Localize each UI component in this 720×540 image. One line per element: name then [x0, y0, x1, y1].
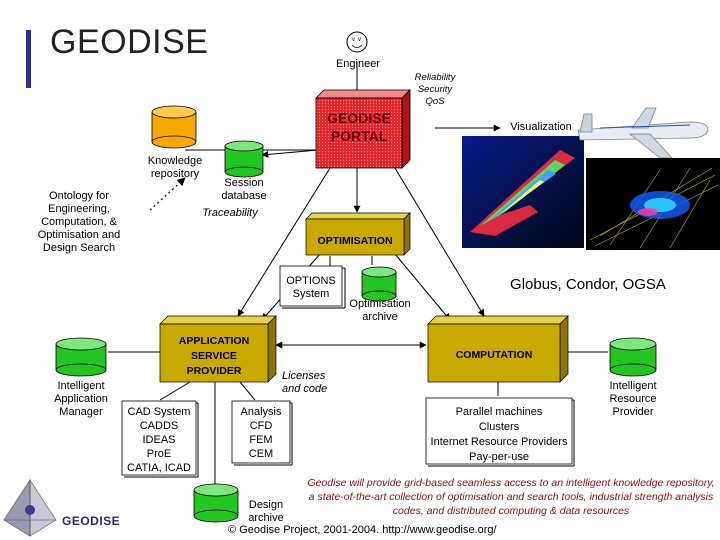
optimisation-archive-label: Optimisation archive: [349, 298, 411, 323]
optimisation-archive-cylinder-icon: [361, 266, 397, 302]
computation-resources-label: Parallel machines Clusters Internet Reso…: [430, 406, 568, 463]
resource-provider-cylinder-icon: [609, 337, 657, 377]
cad-system-label: CAD System CADDS IDEAS ProE CATIA, ICAD: [127, 406, 191, 474]
asp-to-cad-line: [159, 381, 191, 401]
ontology-label: Ontology for Engineering, Computation, &…: [37, 190, 121, 254]
knowledge-repository-label: Knowledge repository: [147, 155, 203, 180]
asp-to-analysis-line: [239, 381, 256, 401]
engineer-label: Engineer: [335, 58, 381, 70]
app-manager-label: Intelligent Application Manager: [54, 380, 108, 418]
knowledge-repository-cylinder-icon: [151, 105, 197, 149]
portal-to-session-arrow: [261, 149, 319, 158]
visualization-cfd-image: [462, 136, 584, 248]
computation-resources-box: [425, 397, 573, 465]
slide-title: GEODISE: [50, 23, 209, 61]
design-archive-cylinder-icon: [193, 483, 239, 523]
portal-to-computation-arrow: [394, 167, 485, 317]
licenses-label: Licenses and code: [282, 370, 328, 395]
cad-system-box: [121, 400, 197, 476]
geodise-logo-icon: [3, 478, 57, 537]
airplane-image: [577, 107, 709, 159]
visualization-label: Visualization: [510, 121, 572, 133]
engineer-icon: v v: [346, 31, 368, 53]
footer-caption: Geodise will provide grid-based seamless…: [307, 477, 715, 517]
portal-to-asp-arrow: [237, 167, 331, 317]
middleware-label: Globus, Condor, OGSA: [510, 276, 666, 293]
analysis-box: [231, 400, 291, 464]
computation-box: [427, 315, 569, 383]
portal-label: GEODISE PORTAL: [327, 110, 391, 144]
svg-text:v: v: [352, 37, 355, 43]
geodise-portal-box: [315, 89, 411, 169]
title-accent-bar: [26, 30, 31, 88]
app-manager-cylinder-icon: [55, 337, 107, 377]
copyright-text: © Geodise Project, 2001-2004. http://www…: [228, 524, 497, 536]
traceability-label: Traceability: [202, 207, 258, 219]
ontology-to-knowledge-dotted-arrow: [149, 177, 186, 211]
asp-label: APPLICATION SERVICE PROVIDER: [178, 335, 250, 377]
design-archive-label: Design archive: [248, 499, 284, 524]
computation-label: COMPUTATION: [455, 349, 533, 361]
optimisation-to-computation-arrow: [394, 253, 451, 321]
asp-box: [159, 315, 277, 383]
geodise-logo-text: GEODISE: [62, 514, 121, 528]
session-database-label: Session database: [221, 177, 267, 202]
options-system-box: [279, 265, 343, 307]
optimisation-label: OPTIMISATION: [317, 235, 393, 247]
reliability-label: Reliability Security QoS: [414, 72, 456, 107]
analysis-label: Analysis CFD FEM CEM: [240, 406, 282, 460]
svg-text:v: v: [358, 37, 361, 43]
options-system-label: OPTIONS System: [286, 275, 336, 300]
optimisation-box: [305, 212, 411, 256]
session-database-cylinder-icon: [224, 140, 264, 178]
resource-provider-label: Intelligent Resource Provider: [609, 380, 657, 418]
wireframe-mesh-image: [586, 158, 720, 250]
